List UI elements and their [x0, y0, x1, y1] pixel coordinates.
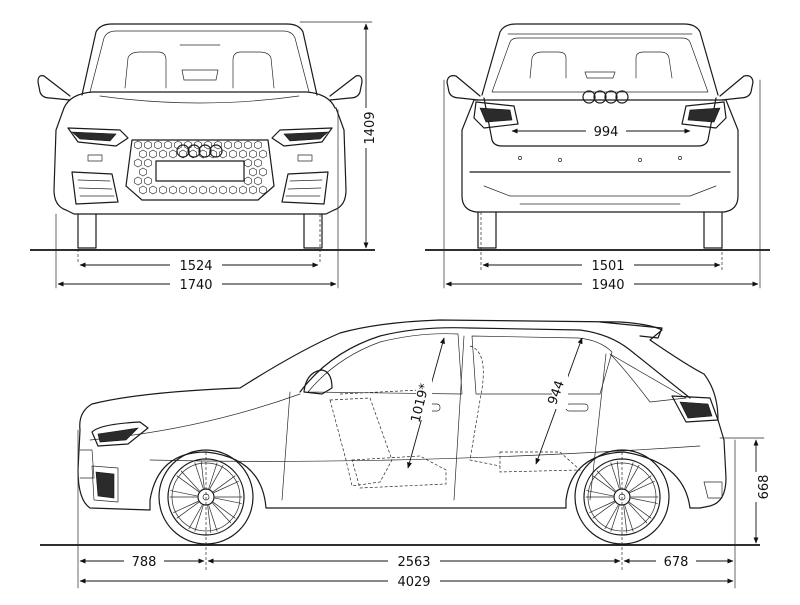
front-track-label-bg: [170, 257, 222, 273]
front-mirror-left: [37, 75, 71, 101]
front-hood-line: [63, 91, 336, 109]
side-front-intake: [91, 465, 119, 503]
front-seat-right: [232, 51, 275, 89]
rear-window-label-bg: [586, 123, 626, 139]
rear-taillight-right-inner: [687, 107, 721, 123]
wheelbase-label-bg: [388, 553, 440, 569]
side-rear-seat-back: [469, 345, 501, 467]
rear-headrest-mid: [584, 71, 616, 79]
side-rear-door-handle: [565, 403, 589, 412]
rear-taillight-left-inner: [479, 107, 513, 123]
rear-track-label: 1501: [591, 259, 624, 274]
side-taillight-inner: [679, 401, 713, 419]
front-grille: [125, 139, 275, 201]
front-indicator-left: [87, 154, 103, 162]
side-front-grille: [79, 449, 95, 479]
front-license-plate: [155, 160, 245, 182]
front-view: 1409 1524 1740: [30, 21, 378, 293]
rear-window: [491, 37, 709, 93]
side-front-window: [307, 333, 463, 395]
rear-view: 994 1501 1940: [425, 23, 770, 293]
rear-roof: [481, 23, 719, 96]
front-height-label-bg: [358, 108, 374, 148]
rear-sensor-3: [638, 158, 642, 162]
side-body-outline: [77, 319, 727, 511]
total-length-label-bg: [388, 573, 440, 589]
side-headlight-inner: [97, 427, 139, 443]
front-track-label: 1524: [179, 259, 212, 274]
front-intake-left-slats: [77, 179, 115, 197]
front-headlight-right-inner: [283, 131, 329, 142]
front-width-label-bg: [170, 276, 222, 292]
side-headlight: [91, 421, 149, 447]
front-width-label: 1740: [179, 278, 212, 293]
rear-mirror-right: [719, 75, 754, 101]
rear-logo-icon: [582, 90, 629, 104]
side-rear-reflector: [703, 481, 723, 499]
rear-width-label: 1940: [591, 278, 624, 293]
front-headlight-right: [271, 127, 333, 147]
front-grille-mesh: [134, 140, 267, 195]
rear-seat-left: [529, 51, 567, 79]
rear-diffuser: [483, 185, 717, 197]
rear-clearance-label: 668: [757, 475, 772, 500]
front-logo-icon: [176, 144, 223, 158]
rear-mirror-left: [446, 75, 481, 101]
rear-headroom-label-bg: [552, 375, 568, 409]
front-body: [53, 107, 347, 215]
rear-clearance-label-bg: [748, 472, 764, 502]
side-front-seat-back: [329, 397, 393, 487]
front-wheel-left: [77, 213, 97, 249]
front-intake-right-slats: [285, 179, 323, 197]
side-window-line: [299, 327, 691, 399]
rear-sensor-4: [678, 156, 682, 160]
side-roof-spoiler: [599, 321, 663, 339]
rear-taillight-right: [681, 101, 727, 129]
front-seat-left: [124, 51, 167, 89]
front-windshield: [89, 30, 310, 93]
rear-width-label-bg: [582, 276, 634, 292]
side-taillight: [671, 395, 719, 423]
side-view: 1019* 944 668 788 2563 678 4029: [40, 319, 772, 590]
front-headlight-left-inner: [71, 131, 117, 142]
wheelbase-label: 2563: [397, 555, 430, 570]
rear-window-label: 994: [594, 125, 619, 140]
rear-wheel-left: [477, 211, 497, 249]
side-quarter-window: [609, 353, 687, 403]
rear-body: [461, 99, 739, 213]
total-length-label: 4029: [397, 575, 430, 590]
rear-tailgate: [483, 97, 717, 147]
side-mirror: [303, 369, 333, 395]
rear-overhang-label: 678: [664, 555, 689, 570]
front-overhang-label: 788: [132, 555, 157, 570]
rear-seat-right: [635, 51, 673, 79]
rear-taillight-left: [473, 101, 519, 129]
front-hood-crease: [99, 95, 300, 104]
rear-wheel-right: [703, 211, 723, 249]
front-headroom-label-bg: [416, 380, 432, 420]
rear-track-label-bg: [582, 257, 634, 273]
front-intake-left: [71, 171, 119, 205]
front-mirror-interior: [181, 69, 219, 81]
front-mirror-right: [329, 75, 363, 101]
side-front-intake-mesh: [95, 471, 115, 499]
front-headlight-left: [67, 127, 129, 147]
rear-overhang-label-bg: [656, 553, 696, 569]
front-overhang-label-bg: [124, 553, 164, 569]
front-intake-right: [281, 171, 329, 205]
front-indicator-right: [297, 154, 313, 162]
rear-sensor-1: [518, 156, 522, 160]
rear-sensor-2: [558, 158, 562, 162]
front-wheel-right: [303, 213, 323, 249]
side-rear-window: [471, 335, 613, 395]
front-height-label: 1409: [363, 111, 378, 144]
front-roof: [81, 23, 318, 96]
